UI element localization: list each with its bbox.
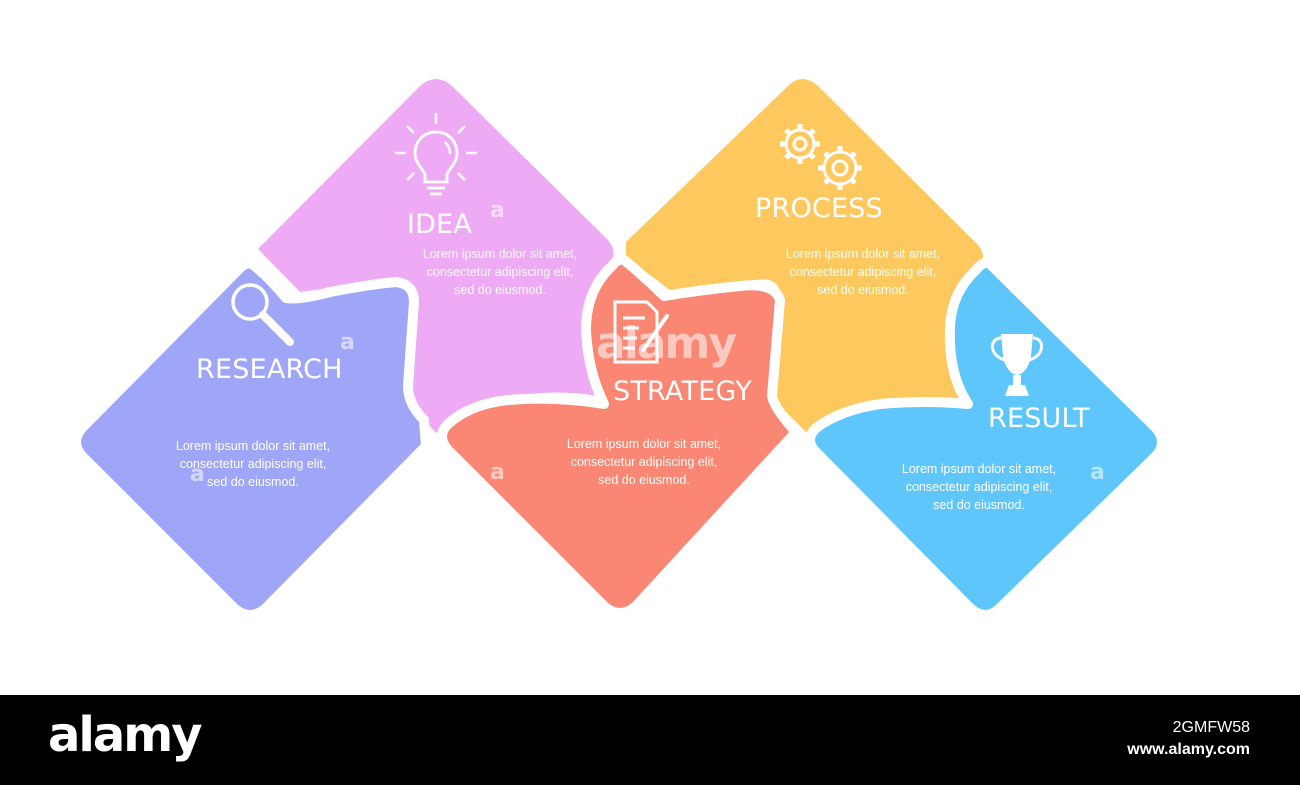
alamy-logo: alamy [48, 707, 203, 763]
description-line: Lorem ipsum dolor sit amet, [901, 462, 1057, 476]
description-line: consectetur adipiscing elit, [426, 265, 574, 279]
magnifier-icon [231, 283, 294, 346]
description-line: consectetur adipiscing elit, [570, 455, 718, 469]
trophy-icon [991, 334, 1043, 396]
description-line: Lorem ipsum dolor sit amet, [785, 247, 941, 261]
document-icon [613, 300, 669, 364]
lightbulb-icon [395, 113, 477, 196]
idea-title: IDEA [407, 209, 473, 240]
strategy-description: Lorem ipsum dolor sit amet, consectetur … [554, 435, 734, 489]
description-line: sed do eiusmod. [817, 283, 909, 297]
footer-bar: alamy 2GMFW58 www.alamy.com [0, 695, 1300, 785]
description-line: sed do eiusmod. [933, 498, 1025, 512]
description-line: consectetur adipiscing elit, [789, 265, 937, 279]
watermark-letter: a [490, 460, 505, 485]
image-id: 2GMFW58 [1172, 719, 1250, 736]
strategy-title: STRATEGY [613, 376, 752, 407]
research-description: Lorem ipsum dolor sit amet, consectetur … [163, 437, 343, 491]
gears-icon [780, 124, 862, 190]
description-line: Lorem ipsum dolor sit amet, [422, 247, 578, 261]
description-line: Lorem ipsum dolor sit amet, [566, 437, 722, 451]
site-url: www.alamy.com [1127, 741, 1250, 758]
result-shape [805, 257, 1167, 620]
watermark-letter: a [340, 330, 355, 355]
description-line: sed do eiusmod. [598, 473, 690, 487]
description-line: consectetur adipiscing elit, [905, 480, 1053, 494]
research-shape [71, 258, 431, 620]
infographic-diagram: RESEARCH IDEA STRATEGY PROCESS RESULT Lo… [71, 79, 1167, 620]
diagram-shapes [71, 79, 1167, 620]
process-title: PROCESS [755, 193, 883, 224]
strategy-shape [437, 254, 801, 618]
process-description: Lorem ipsum dolor sit amet, consectetur … [773, 245, 953, 299]
watermark-word: alamy [596, 318, 737, 369]
description-line: Lorem ipsum dolor sit amet, [175, 439, 331, 453]
result-title: RESULT [988, 403, 1090, 434]
research-title: RESEARCH [196, 354, 343, 385]
description-line: consectetur adipiscing elit, [179, 457, 327, 471]
watermark-letter: a [490, 198, 505, 223]
idea-shape [258, 79, 614, 438]
watermark-letter: a [190, 462, 205, 487]
watermark-letter: a [1090, 460, 1105, 485]
description-line: sed do eiusmod. [207, 475, 299, 489]
process-shape [626, 79, 983, 438]
idea-description: Lorem ipsum dolor sit amet, consectetur … [410, 245, 590, 299]
description-line: sed do eiusmod. [454, 283, 546, 297]
result-description: Lorem ipsum dolor sit amet, consectetur … [889, 460, 1069, 514]
